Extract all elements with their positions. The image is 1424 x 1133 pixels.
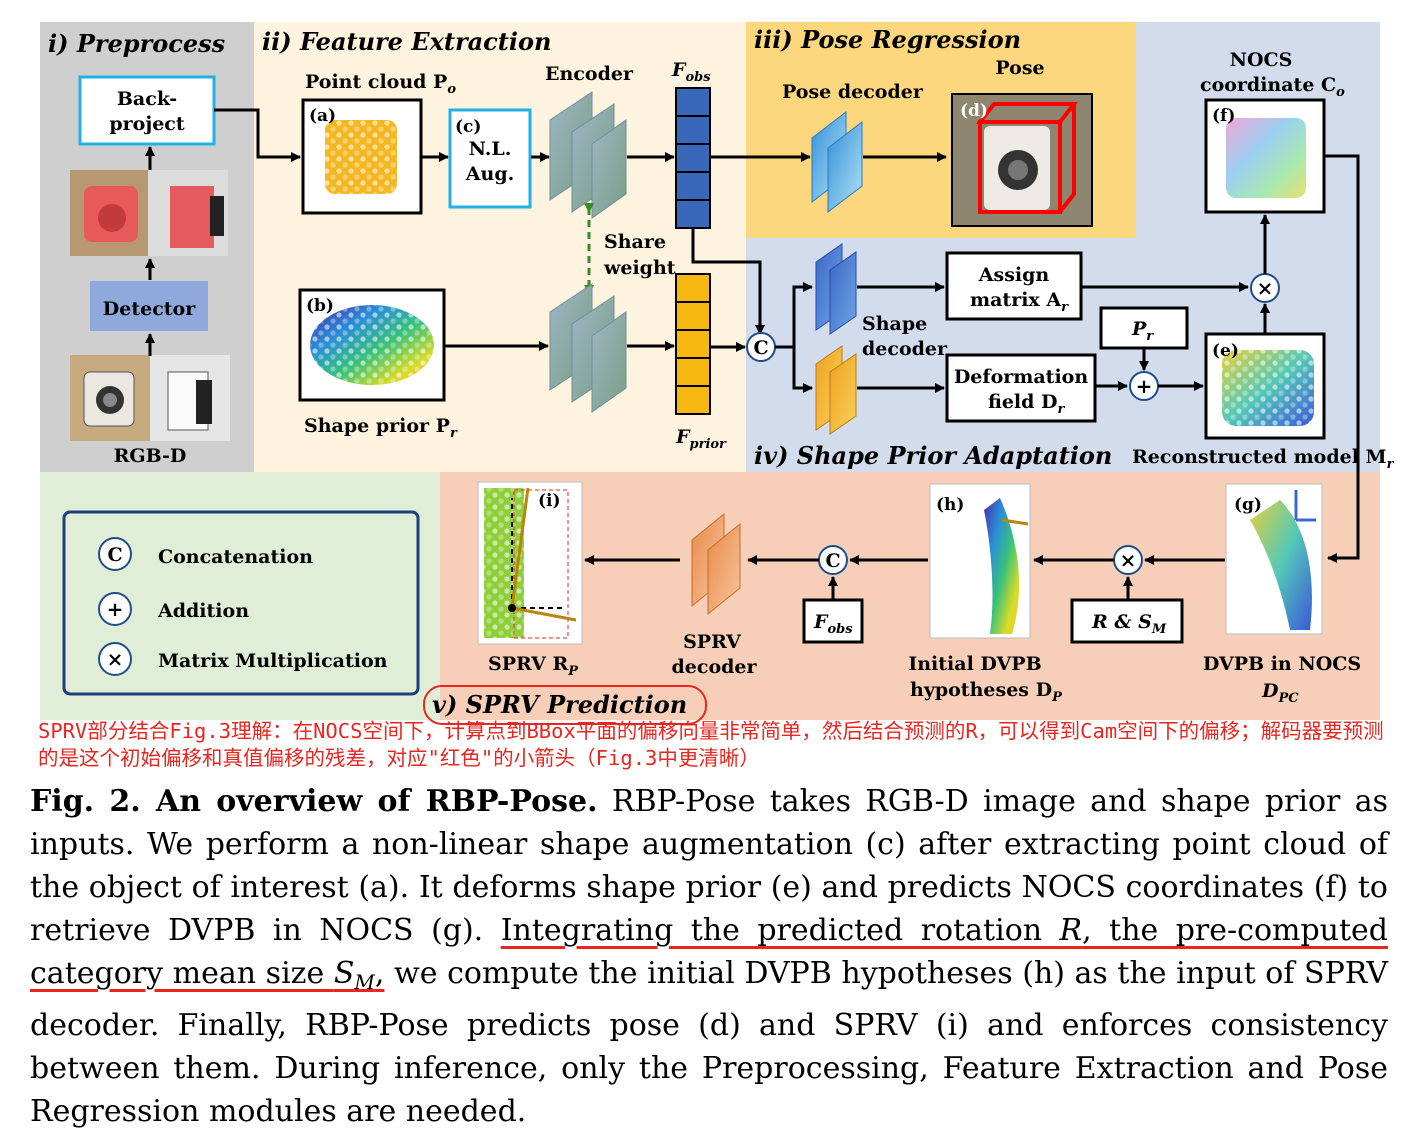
dvpb-nocs-label-2: DPC: [1261, 680, 1299, 706]
legend-mul-symbol: ×: [107, 647, 124, 671]
dvpb-nocs-label-1: DVPB in NOCS: [1203, 653, 1361, 675]
legend-mul-icon: [98, 642, 132, 676]
nocs-points: [1226, 118, 1306, 198]
pose-decoder: [811, 110, 863, 214]
caption-underlined: Integrating the predicted rotation R, th…: [30, 913, 1389, 994]
legend-mul-label: Matrix Multiplication: [158, 650, 388, 672]
shape-decoder-label-2: decoder: [862, 338, 948, 360]
legend-concat-icon: [98, 537, 132, 571]
sprv-rp-label: SPRV RP: [488, 653, 579, 679]
sprv-decoder: [691, 512, 741, 616]
r-sm-box: [1070, 598, 1184, 644]
arrow-concat-to-shape-decoder-top: [775, 282, 813, 349]
share-weight-label-2: weight: [603, 257, 676, 279]
section-title-shape-prior-adaptation: iv) Shape Prior Adaptation: [754, 441, 1112, 470]
dvpb-nocs-points: [1250, 500, 1312, 630]
f-obs-feature: [675, 87, 711, 229]
initial-dvpb-label-1: Initial DVPB: [908, 653, 1041, 675]
pose-label: Pose: [995, 57, 1044, 79]
assign-matrix-label-1: Assign: [978, 264, 1050, 286]
backproject-label-2: project: [109, 113, 185, 135]
nocs-title-1: NOCS: [1230, 49, 1293, 71]
legend-add-symbol: +: [107, 597, 124, 621]
panel-i-label: (i): [538, 491, 561, 511]
nl-aug-label-2: Aug.: [465, 163, 514, 185]
caption-part1: RBP-Pose takes RGB-D image and shape pri…: [30, 784, 1388, 948]
panel-a-label: (a): [309, 106, 336, 126]
sprv-decoder-label-2: decoder: [672, 656, 758, 678]
panel-f-label: (f): [1212, 106, 1235, 126]
panel-b-label: (b): [306, 296, 334, 316]
rgbd-label: RGB-D: [114, 445, 187, 467]
point-cloud-label: Point cloud Po: [305, 71, 456, 97]
legend-add-icon: [98, 592, 132, 626]
svg-text:×: ×: [1120, 548, 1137, 572]
panel-h-label: (h): [936, 495, 964, 515]
pose-image: [951, 93, 1093, 227]
detector-box: [90, 281, 208, 331]
f-prior-feature: [675, 273, 711, 415]
arrow-concat-to-shape-decoder-bottom: [792, 347, 813, 393]
section-title-sprv-prediction: v) SPRV Prediction: [432, 690, 687, 719]
deformation-field-label-1: Deformation: [954, 366, 1089, 388]
caption-label: Fig. 2. An overview of RBP-Pose.: [30, 784, 598, 819]
legend-concat-symbol: C: [107, 544, 122, 566]
rgbd-input-image: [70, 355, 230, 441]
assign-matrix-box: [945, 251, 1083, 321]
panel-e-label: (e): [1212, 341, 1239, 361]
rbp-pose-diagram: i) Preprocess ii) Feature Extraction iii…: [40, 22, 1395, 725]
caption-part2: we compute the initial DVPB hypotheses (…: [30, 956, 1388, 1129]
initial-dvpb-points: [984, 498, 1020, 634]
svg-text:×: ×: [1257, 276, 1274, 300]
legend-add-label: Addition: [157, 600, 249, 622]
encoder-label: Encoder: [545, 63, 634, 85]
red-annotation-note: SPRV部分结合Fig.3理解：在NOCS空间下，计算点到BBox平面的偏移向量…: [38, 719, 1384, 770]
shape-decoder-label-1: Shape: [862, 313, 927, 335]
section-title-preprocess: i) Preprocess: [48, 29, 226, 58]
deformation-field-label-2: field Dr: [988, 391, 1066, 417]
masked-rgbd-image: [70, 170, 228, 256]
nocs-title-2: coordinate Co: [1200, 74, 1345, 100]
arrow-backproject-to-pointcloud: [214, 108, 301, 162]
nl-aug-box: [448, 108, 532, 209]
sprv-decoder-label-1: SPRV: [683, 631, 742, 653]
f-obs-label: Fobs: [671, 59, 711, 85]
shape-decoder-orange: [815, 345, 857, 435]
deformation-field-box: [945, 353, 1097, 423]
share-weight-label-1: Share: [604, 231, 666, 253]
backproject-box: [78, 75, 216, 146]
panel-d-label: (d): [960, 101, 988, 121]
svg-text:C: C: [753, 337, 768, 359]
encoder-top: [549, 91, 627, 219]
assign-matrix-label-2: matrix Ar: [970, 289, 1069, 315]
section-title-feature-extraction: ii) Feature Extraction: [262, 27, 551, 56]
legend-box: [62, 510, 420, 696]
r-sm-label: R & SM: [1091, 611, 1167, 637]
initial-dvpb-label-2: hypotheses DP: [910, 679, 1063, 705]
f-prior-label: Fprior: [675, 426, 727, 452]
panel-c-label: (c): [455, 117, 481, 137]
detector-label: Detector: [103, 298, 196, 320]
fobs-box-label: Fobs: [813, 611, 853, 637]
sprv-prediction-panel: [440, 472, 1380, 720]
backproject-label-1: Back-: [117, 88, 177, 110]
panel-g-label: (g): [1234, 495, 1262, 515]
svg-text:+: +: [1136, 374, 1153, 398]
legend-concat-label: Concatenation: [158, 546, 313, 568]
pose-decoder-label: Pose decoder: [782, 81, 924, 103]
nl-aug-label-1: N.L.: [469, 138, 512, 160]
arrow-fobs-to-concat: [691, 229, 765, 335]
arrow-nocs-to-dvpb: [1325, 154, 1360, 563]
shape-decoder-blue: [815, 243, 857, 335]
section-title-pose-regression: iii) Pose Regression: [754, 25, 1021, 54]
sprv-title-red-annotation: [423, 685, 707, 725]
pr-label: Pr: [1131, 318, 1154, 344]
encoder-bottom: [549, 283, 627, 413]
reconstructed-model-label: Reconstructed model Mr: [1132, 446, 1395, 472]
svg-text:C: C: [825, 550, 840, 572]
shape-prior-label: Shape prior Pr: [304, 415, 458, 441]
figure-caption: Fig. 2. An overview of RBP-Pose. RBP-Pos…: [30, 780, 1388, 1133]
